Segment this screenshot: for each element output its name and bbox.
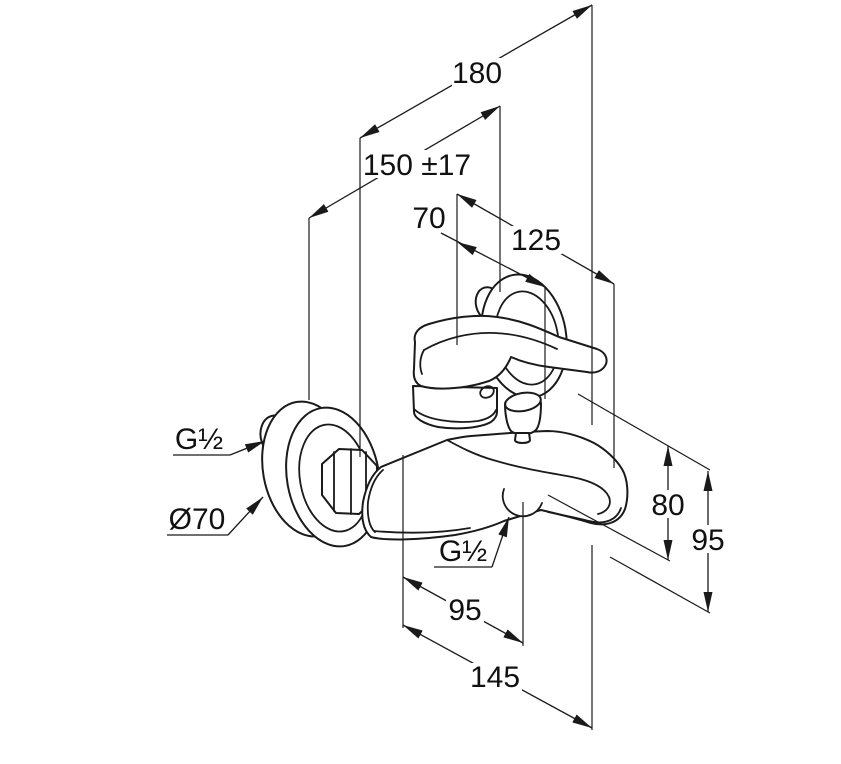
body-index-dot [479, 385, 495, 399]
diverter-knob [504, 391, 542, 444]
label-thread-left: G½ [175, 423, 223, 456]
spout-bar [361, 430, 629, 541]
label-dim-125: 125 [511, 224, 561, 257]
label-dim-145: 145 [470, 661, 520, 694]
knob-nub [514, 432, 531, 444]
label-connection-distance: 150 ±17 [363, 149, 471, 182]
label-masks [366, 58, 726, 691]
leader-thread-left [173, 440, 266, 456]
label-overall-width: 180 [452, 57, 502, 90]
label-dim-80: 80 [651, 489, 684, 522]
lever-handle [412, 314, 608, 390]
mixer-body [412, 385, 498, 430]
leader-escutcheon-diameter [167, 496, 264, 536]
label-dim-70: 70 [412, 202, 445, 235]
label-escutcheon-diameter: Ø70 [169, 503, 226, 536]
label-dim-95-right: 95 [691, 524, 724, 557]
faucet-object [259, 273, 629, 548]
dimension-labels: 180 150 ±17 70 125 G½ Ø70 G½ 95 145 80 9… [169, 57, 725, 694]
spout-outlet [501, 488, 543, 518]
leader-thread-bottom [434, 516, 510, 568]
label-dim-95-bottom: 95 [448, 594, 481, 627]
leader-lines [167, 440, 510, 568]
label-thread-bottom: G½ [439, 535, 487, 568]
